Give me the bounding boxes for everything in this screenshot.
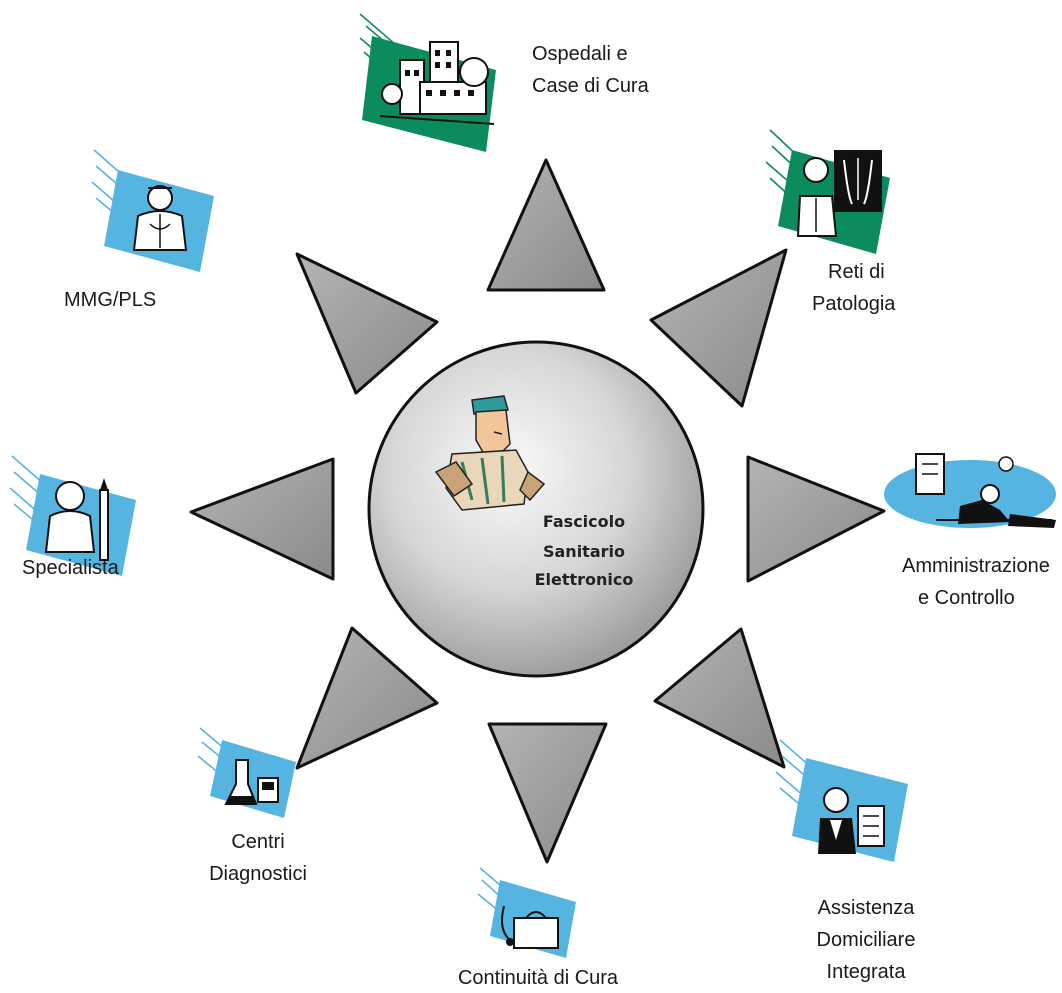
ray-top-right bbox=[649, 248, 788, 408]
node-assistenza-line2: Domiciliare bbox=[817, 929, 916, 951]
node-specialista-line1: Specialista bbox=[22, 557, 120, 579]
node-mmg-line1: MMG/PLS bbox=[64, 289, 156, 311]
center-title-line3: Elettronico bbox=[535, 570, 634, 589]
node-ospedali-line2: Case di Cura bbox=[532, 75, 650, 97]
node-centri-line2: Diagnostici bbox=[209, 863, 307, 885]
specialist-icon bbox=[9, 455, 136, 576]
node-centri: Centri Diagnostici bbox=[197, 727, 307, 885]
ray-bottom bbox=[487, 722, 608, 864]
ray-top-left bbox=[295, 252, 439, 395]
doctor-xray-icon bbox=[765, 129, 890, 254]
node-reti-line2: Patologia bbox=[812, 293, 896, 315]
ray-top bbox=[486, 158, 606, 292]
node-assistenza: Assistenza Domiciliare Integrata bbox=[775, 739, 916, 983]
physician-icon bbox=[91, 149, 214, 272]
medical-bag-icon bbox=[477, 867, 576, 958]
center-title-line1: Fascicolo bbox=[543, 512, 625, 531]
node-centri-line1: Centri bbox=[231, 831, 284, 853]
node-assistenza-line3: Integrata bbox=[827, 961, 907, 983]
node-reti: Reti di Patologia bbox=[765, 129, 896, 315]
node-mmg: MMG/PLS bbox=[64, 149, 214, 311]
patient-icon bbox=[434, 395, 546, 511]
node-continuita-line1: Continuità di Cura bbox=[458, 967, 619, 989]
node-amministrazione: Amministrazione e Controllo bbox=[884, 453, 1056, 609]
hospital-icon bbox=[359, 13, 496, 152]
node-continuita: Continuità di Cura bbox=[458, 867, 619, 989]
diagram-rays bbox=[189, 158, 886, 864]
nurse-clipboard-icon bbox=[775, 739, 908, 862]
node-ospedali: Ospedali e Case di Cura bbox=[359, 13, 650, 152]
node-amministrazione-line1: Amministrazione bbox=[902, 555, 1050, 577]
ray-right bbox=[746, 455, 886, 583]
node-ospedali-line1: Ospedali e bbox=[532, 43, 628, 65]
node-reti-line1: Reti di bbox=[828, 261, 885, 283]
center-node: Fascicolo Sanitario Elettronico bbox=[367, 340, 705, 678]
ray-bottom-left bbox=[295, 626, 439, 770]
node-assistenza-line1: Assistenza bbox=[818, 897, 916, 919]
office-worker-icon bbox=[884, 453, 1056, 528]
ray-left bbox=[189, 457, 335, 581]
node-specialista: Specialista bbox=[9, 455, 136, 579]
node-amministrazione-line2: e Controllo bbox=[918, 587, 1015, 609]
lab-flask-icon bbox=[197, 727, 296, 818]
center-title-line2: Sanitario bbox=[543, 542, 625, 561]
center-sphere bbox=[367, 340, 705, 678]
ray-bottom-right bbox=[653, 627, 786, 769]
